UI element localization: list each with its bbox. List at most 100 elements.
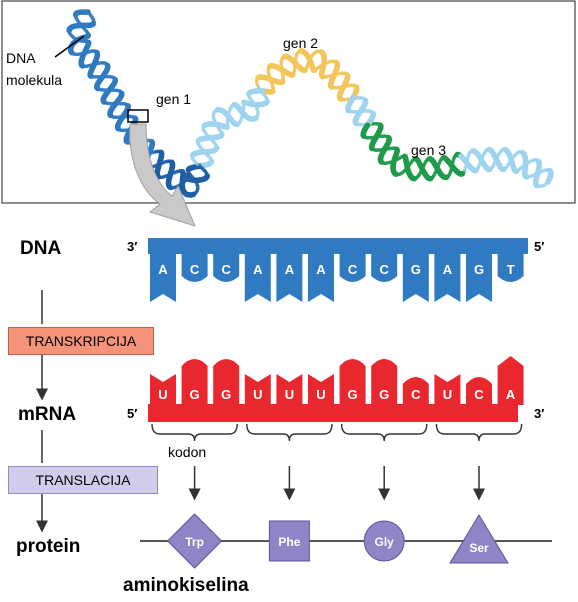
gene3-label: gen 3 xyxy=(411,142,447,158)
mrna-base-shape xyxy=(308,374,334,405)
mrna-base: U xyxy=(276,374,303,405)
dna-base: A xyxy=(276,254,303,302)
dna-base-letter: A xyxy=(443,262,453,277)
amino-acid-label: Ser xyxy=(469,541,489,555)
dna-base: T xyxy=(497,254,524,282)
gene1-label: gen 1 xyxy=(156,91,192,107)
transkripcija-box: TRANSKRIPCIJA xyxy=(8,327,154,355)
mrna-base-letter: G xyxy=(190,387,200,402)
dna-base: G xyxy=(466,254,492,302)
dna-base-letter: C xyxy=(348,262,358,277)
mrna-base: G xyxy=(339,359,366,405)
mrna-base: U xyxy=(244,374,271,405)
dna-base-letter: A xyxy=(285,262,295,277)
dna-base-shape xyxy=(497,254,524,282)
dna-base-letter: A xyxy=(158,262,168,277)
mrna-backbone xyxy=(148,404,518,422)
mrna-base-shape xyxy=(371,359,398,405)
dna-end-left: 3′ xyxy=(127,239,137,254)
dna-base-shape xyxy=(150,254,176,302)
mrna-base: U xyxy=(434,374,461,405)
amino-acid-diamond xyxy=(166,513,223,569)
amino-acid-circle xyxy=(363,520,405,562)
amino-acid-label: Phe xyxy=(278,535,300,549)
mrna-base: C xyxy=(466,377,492,405)
mrna-end-right: 3′ xyxy=(534,406,544,421)
dna-base: C xyxy=(339,254,366,282)
dna-base: A xyxy=(150,254,176,302)
dna-base: A xyxy=(244,254,271,302)
aminokiselina-label: aminokiselina xyxy=(123,575,249,596)
mrna-base-letter: C xyxy=(474,387,484,402)
helix-strand-2-segment xyxy=(545,174,553,185)
mrna-base-letter: U xyxy=(253,387,262,402)
codon-bracket xyxy=(340,423,428,442)
codon-bracket xyxy=(435,423,523,442)
dna-molekula-pointer xyxy=(54,35,85,58)
mrna-base-shape xyxy=(244,374,271,405)
mrna-base-letter: U xyxy=(316,387,325,402)
amino-acid-square xyxy=(268,520,310,562)
dna-base-shape xyxy=(244,254,271,302)
protein-flow-label: protein xyxy=(16,536,81,557)
dna-base-letter: C xyxy=(222,262,232,277)
amino-acid-ser: Ser xyxy=(449,514,509,564)
amino-acid-label: Gly xyxy=(375,535,395,549)
mrna-base: A xyxy=(497,356,524,405)
mrna-base-shape xyxy=(339,359,366,405)
dna-molekula-label-line2: molekula xyxy=(6,72,63,88)
kodon-label: kodon xyxy=(168,444,207,460)
mrna-base-shape xyxy=(434,374,461,405)
amino-acid-label: Trp xyxy=(185,535,204,549)
mrna-end-left: 5′ xyxy=(127,406,137,421)
dna-base: A xyxy=(434,254,461,302)
dna-base-shape xyxy=(308,254,334,302)
mrna-flow-label: mRNA xyxy=(18,404,77,425)
mrna-base-shape xyxy=(181,359,208,405)
mrna-base: G xyxy=(371,359,398,405)
dna-base-shape xyxy=(434,254,461,302)
dna-base-letter: A xyxy=(253,262,263,277)
dna-molecule-panel xyxy=(1,0,576,204)
dna-base-letter: C xyxy=(380,262,390,277)
dna-base: C xyxy=(213,254,240,282)
dna-backbone xyxy=(148,238,528,254)
codon-brackets xyxy=(151,423,523,442)
dna-base: C xyxy=(371,254,398,282)
gene1-selection-box xyxy=(127,109,149,123)
mrna-base-letter: G xyxy=(348,387,358,402)
dna-base: G xyxy=(402,254,429,302)
mrna-base-shape xyxy=(466,377,492,405)
mrna-base-letter: U xyxy=(285,387,294,402)
mrna-base-letter: U xyxy=(443,387,452,402)
dna-base-shape xyxy=(371,254,398,282)
mrna-base-shape xyxy=(402,377,429,405)
mrna-base-shape xyxy=(213,359,240,405)
dna-base: A xyxy=(308,254,334,302)
dna-base-shape xyxy=(466,254,492,302)
mrna-base: C xyxy=(402,377,429,405)
zoom-arrow xyxy=(129,123,196,227)
mrna-base-shape xyxy=(150,374,176,405)
dna-base-shape xyxy=(339,254,366,282)
mrna-base-letter: A xyxy=(506,387,516,402)
codon-bracket xyxy=(246,423,333,442)
dna-base: C xyxy=(181,254,208,282)
dna-end-right: 5′ xyxy=(534,239,544,254)
mrna-base: G xyxy=(213,359,240,405)
mrna-base: G xyxy=(181,359,208,405)
codon-arrows xyxy=(188,466,485,501)
dna-base-shape xyxy=(402,254,429,302)
translacija-box: TRANSLACIJA xyxy=(8,466,158,494)
mrna-base-letter: U xyxy=(158,387,167,402)
amino-acids: Trp Phe Gly Ser xyxy=(166,513,509,569)
codon-bracket xyxy=(151,423,238,442)
dna-flow-label: DNA xyxy=(20,238,62,259)
dna-molekula-label-line1: DNA xyxy=(6,50,36,66)
amino-acid-triangle xyxy=(449,514,509,564)
amino-acid-trp: Trp xyxy=(166,513,223,569)
dna-base-shape xyxy=(213,254,240,282)
